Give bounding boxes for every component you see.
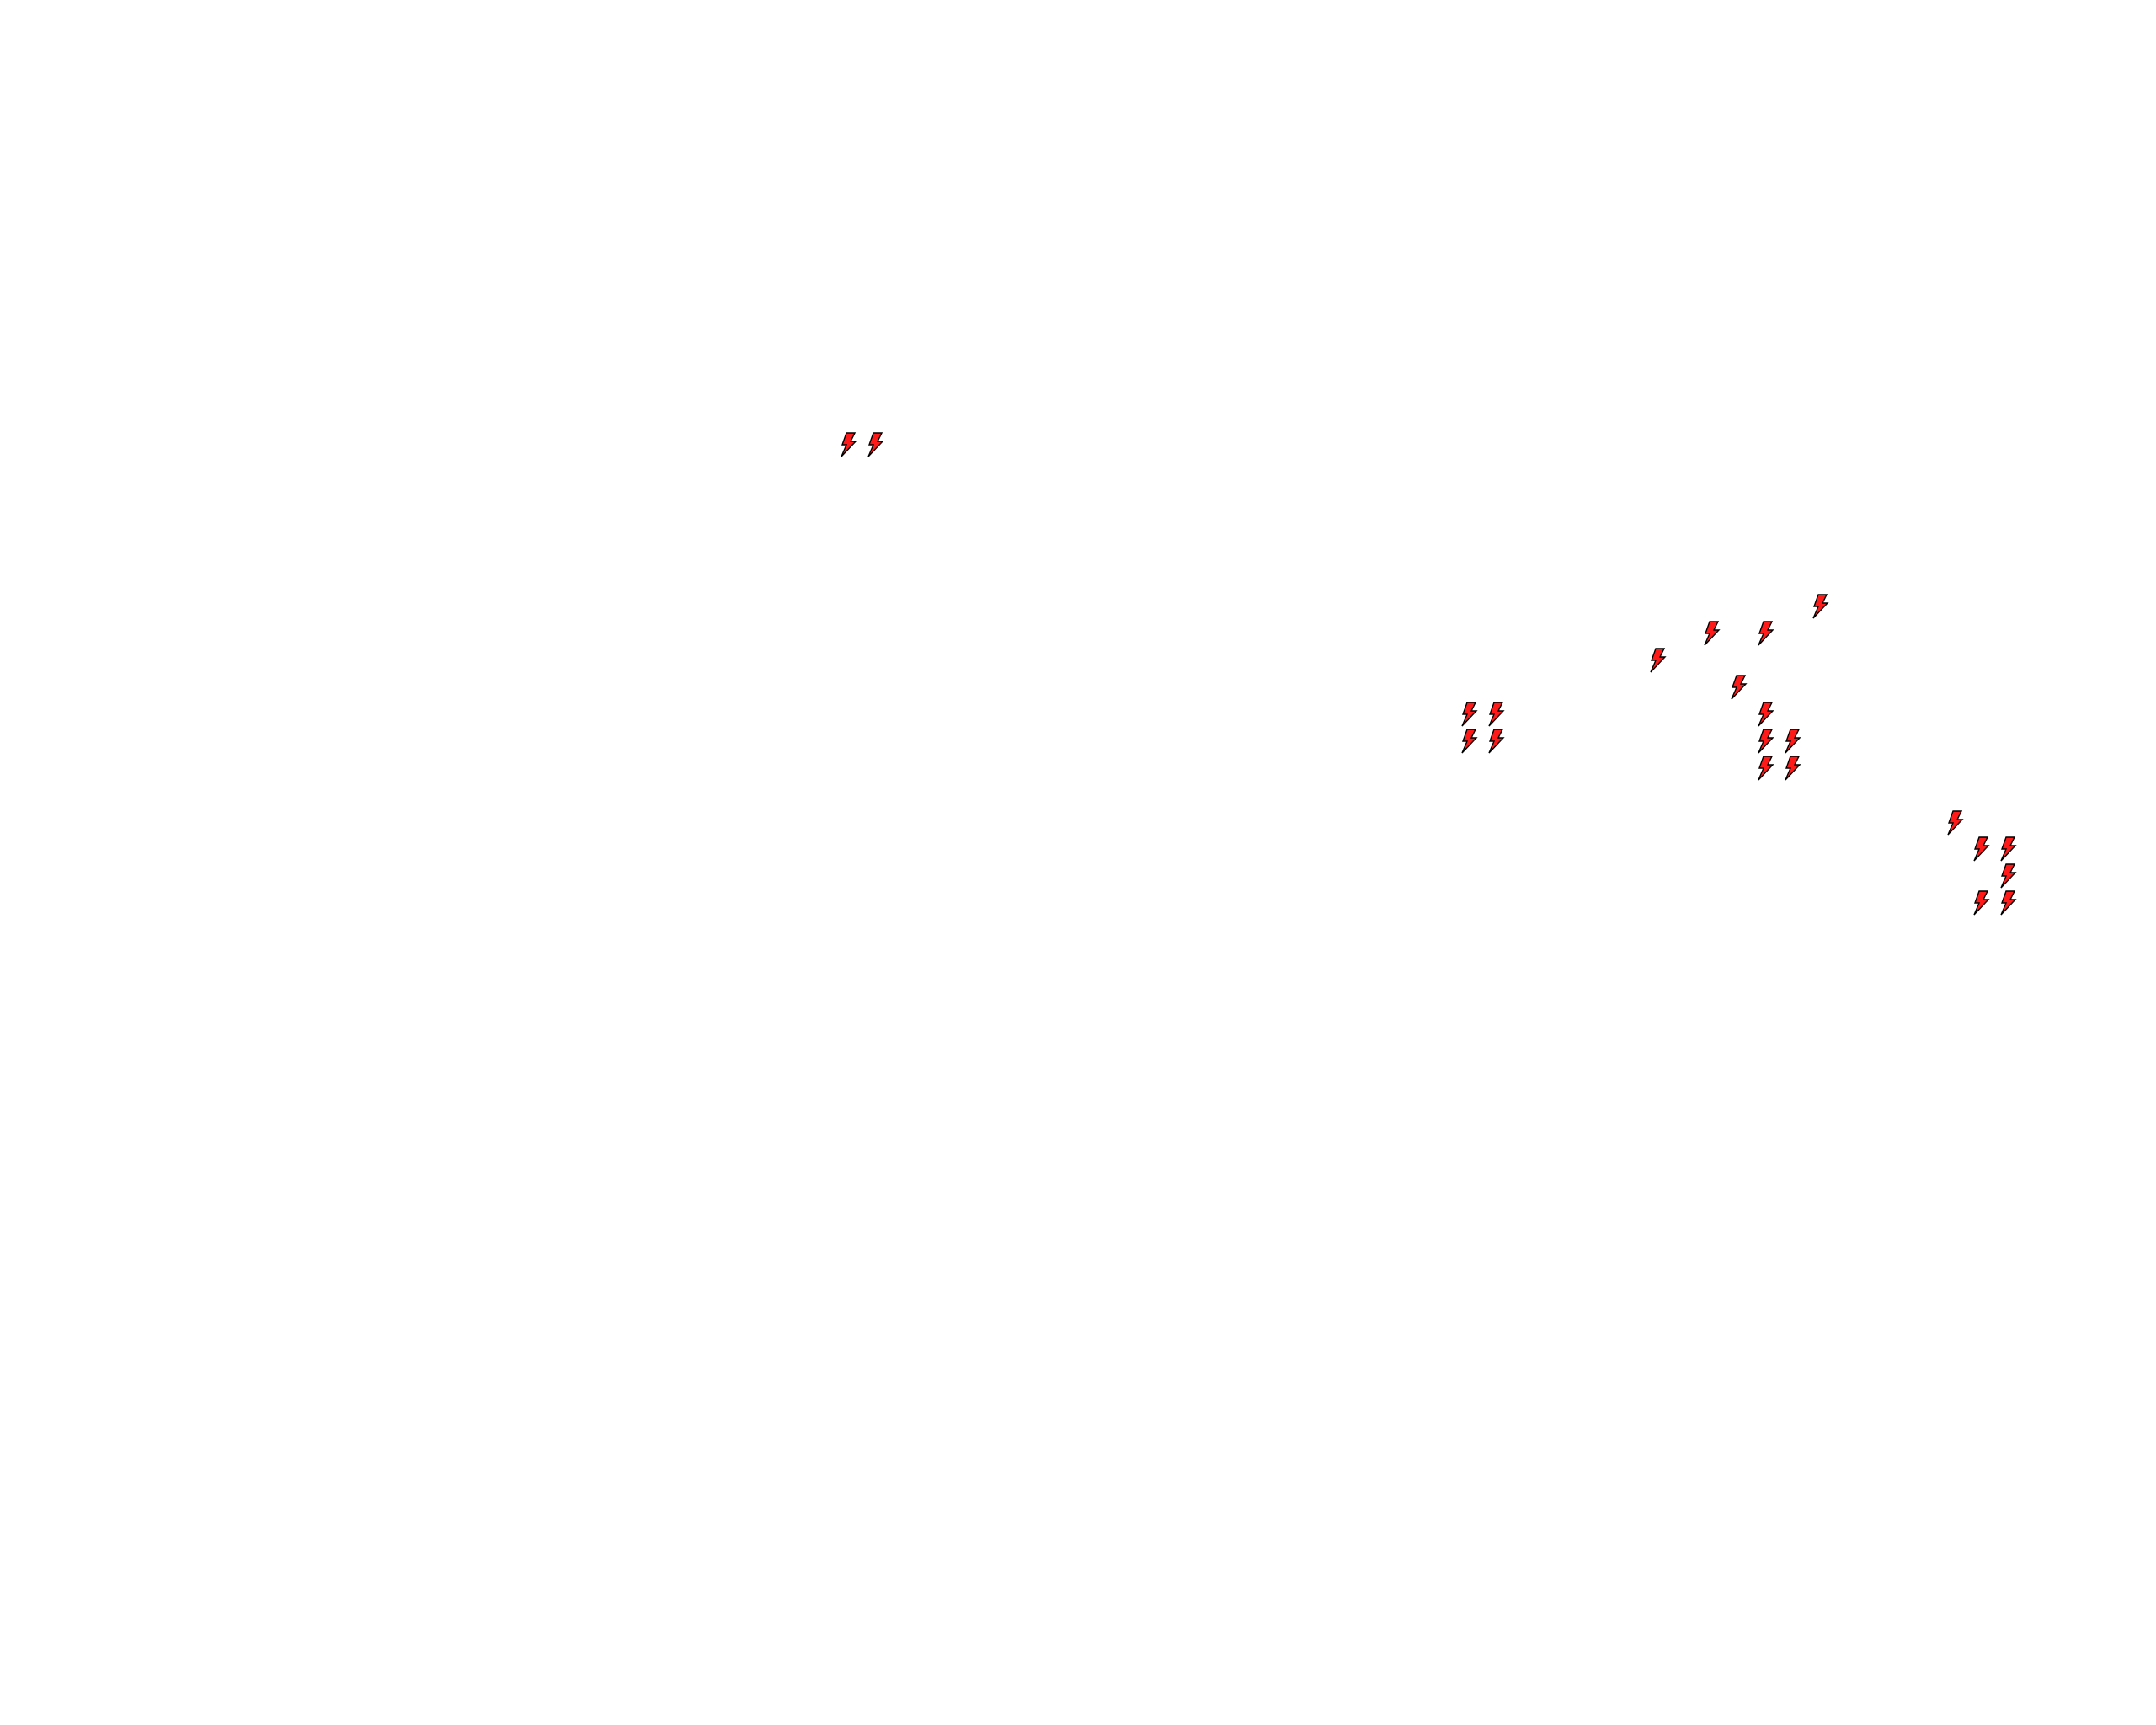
- lightning-marker[interactable]: [1758, 729, 1774, 754]
- lightning-bolt-icon: [1812, 594, 1829, 619]
- lightning-marker[interactable]: [1650, 648, 1667, 673]
- lightning-marker[interactable]: [1704, 621, 1721, 646]
- lightning-marker[interactable]: [2000, 863, 2017, 889]
- lightning-marker[interactable]: [1947, 810, 1964, 836]
- lightning-marker[interactable]: [1785, 729, 1801, 754]
- lightning-marker[interactable]: [841, 432, 857, 457]
- lightning-bolt-icon: [1731, 675, 1748, 700]
- lightning-marker[interactable]: [1461, 729, 1478, 754]
- lightning-marker[interactable]: [1973, 890, 1990, 916]
- lightning-marker[interactable]: [1461, 702, 1478, 727]
- lightning-bolt-icon: [2000, 863, 2017, 889]
- lightning-bolt-icon: [1758, 702, 1774, 727]
- lightning-bolt-icon: [1488, 729, 1505, 754]
- lightning-marker[interactable]: [1758, 621, 1774, 646]
- lightning-bolt-icon: [1650, 648, 1667, 673]
- lightning-bolt-icon: [1947, 810, 1964, 836]
- lightning-bolt-icon: [1973, 836, 1990, 862]
- lightning-bolt-icon: [1785, 756, 1801, 781]
- lightning-marker[interactable]: [867, 432, 884, 457]
- lightning-marker[interactable]: [2000, 836, 2017, 862]
- lightning-marker[interactable]: [1488, 702, 1505, 727]
- lightning-bolt-icon: [2000, 890, 2017, 916]
- lightning-marker[interactable]: [1731, 675, 1748, 700]
- lightning-bolt-icon: [1704, 621, 1721, 646]
- lightning-marker[interactable]: [1758, 756, 1774, 781]
- lightning-marker[interactable]: [1488, 729, 1505, 754]
- lightning-bolt-icon: [2000, 836, 2017, 862]
- lightning-marker[interactable]: [1812, 594, 1829, 619]
- lightning-marker[interactable]: [2000, 890, 2017, 916]
- lightning-bolt-icon: [1758, 756, 1774, 781]
- lightning-bolt-icon: [1488, 702, 1505, 727]
- lightning-marker[interactable]: [1973, 836, 1990, 862]
- lightning-bolt-icon: [1461, 729, 1478, 754]
- lightning-bolt-icon: [841, 432, 857, 457]
- lightning-marker[interactable]: [1758, 702, 1774, 727]
- lightning-bolt-icon: [1758, 621, 1774, 646]
- lightning-bolt-icon: [1758, 729, 1774, 754]
- lightning-bolt-icon: [1461, 702, 1478, 727]
- lightning-bolt-icon: [867, 432, 884, 457]
- lightning-bolt-icon: [1973, 890, 1990, 916]
- lightning-bolt-icon: [1785, 729, 1801, 754]
- lightning-marker[interactable]: [1785, 756, 1801, 781]
